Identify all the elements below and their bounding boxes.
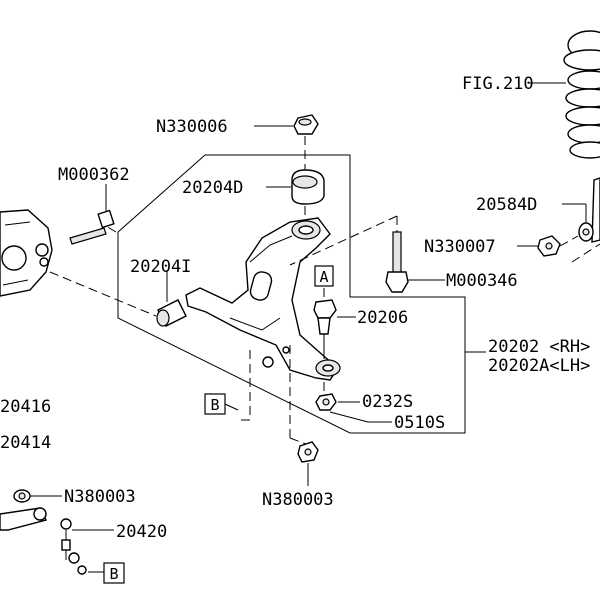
assembly-outline [117,154,466,434]
lower-control-arm [185,217,341,381]
nut-n330006 [293,114,319,135]
label-n330007: N330007 [424,237,496,257]
bolt-m000362 [69,209,115,245]
ball-joint-20206 [313,299,337,350]
label-20414: 20414 [0,433,51,453]
steering-knuckle [0,209,53,297]
label-20204i: 20204I [130,257,191,277]
label-20584d: 20584D [476,195,537,215]
label-20202a: 20202A<LH> [488,356,590,376]
bushing-20204i [156,299,187,327]
label-fig210: FIG.210 [462,74,534,94]
label-20202: 20202 <RH> [488,337,590,357]
label-20420: 20420 [116,522,167,542]
stabilizer-link-20420 [0,489,87,575]
nut-0232s [315,393,337,411]
bracket-20584d [578,177,600,243]
ref-box-b-bottom: B [103,562,125,584]
bolt-m000346 [385,231,409,293]
label-n380003-left: N380003 [64,487,136,507]
label-n330006: N330006 [156,117,228,137]
label-0232s: 0232S [362,392,413,412]
nut-n380003-middle [297,441,319,463]
label-m000362: M000362 [58,165,130,185]
strut-spring-assembly [563,30,600,159]
nut-n330007 [537,235,561,257]
label-20204d: 20204D [182,178,243,198]
label-m000346: M000346 [446,271,518,291]
bushing-20204d [291,169,325,205]
ref-a-label: A [319,268,328,286]
label-n380003-middle: N380003 [262,490,334,510]
ref-box-b-middle: B [204,393,226,415]
label-20416: 20416 [0,397,51,417]
ref-b-middle-label: B [210,396,219,414]
label-20206: 20206 [357,308,408,328]
ref-b-bottom-label: B [109,565,118,583]
ref-box-a: A [314,265,334,287]
label-0510s: 0510S [394,413,445,433]
